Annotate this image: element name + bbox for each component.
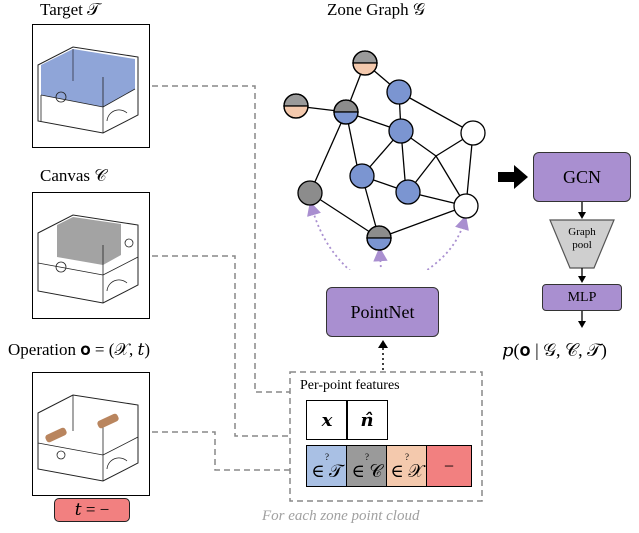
features-box: [289, 371, 483, 502]
graph-node: [352, 50, 378, 76]
operation-type-label: 𝑡 = −: [74, 500, 110, 519]
feature-n-label: 𝒏̂: [360, 409, 374, 430]
graph-node: [386, 79, 412, 105]
mlp-box: MLP: [542, 284, 622, 311]
feature-normal-n: 𝒏̂: [346, 400, 388, 440]
graph-pool-shape: [549, 219, 615, 269]
graph-node: [453, 193, 479, 219]
target-part-drawing: [37, 46, 139, 134]
graph-node: [460, 120, 486, 146]
graph-pool-label-1: Graph: [568, 226, 596, 238]
feature-in-operation: ?∈ 𝒳: [386, 445, 428, 487]
operation-title: Operation 𝐨 = (𝒳, 𝑡): [8, 340, 151, 359]
mlp-label: MLP: [567, 289, 597, 305]
canvas-part-drawing: [37, 214, 139, 304]
features-title: Per-point features: [300, 378, 400, 393]
gcn-label: GCN: [562, 166, 601, 187]
graph-node: [333, 99, 359, 125]
graph-node: [366, 225, 392, 251]
graph-node: [297, 180, 323, 206]
pipeline-graphics: [498, 165, 615, 328]
canvas-image: [32, 192, 150, 319]
operation-image: [32, 372, 150, 496]
pointnet-box: PointNet: [326, 287, 439, 337]
operation-type-badge: 𝑡 = −: [54, 498, 130, 522]
target-title: Target 𝒯: [40, 0, 101, 19]
feature-position-x: 𝒙: [306, 400, 348, 440]
output-probability: 𝑝(𝐨 | 𝒢, 𝒞, 𝒯): [502, 340, 607, 360]
zone-graph: [283, 50, 486, 270]
feature-op-type: −: [426, 445, 472, 487]
gcn-box: GCN: [533, 152, 631, 202]
target-image: [32, 24, 150, 148]
graph-node: [349, 163, 375, 189]
features-caption: For each zone point cloud: [262, 508, 420, 524]
right-arrow-icon: [498, 165, 528, 189]
graph-edges: [295, 62, 474, 239]
feature-in-target: ?∈ 𝒯: [306, 445, 348, 487]
graph-pool-label-2: pool: [572, 239, 592, 251]
graph-pool-label: Graph pool: [552, 226, 612, 252]
graph-title: Zone Graph 𝒢: [327, 0, 426, 19]
graph-node: [388, 118, 414, 144]
graph-node: [283, 93, 309, 119]
canvas-title: Canvas 𝒞: [40, 166, 107, 185]
graph-node: [395, 179, 421, 205]
feature-x-label: 𝒙: [321, 409, 333, 430]
feature-in-canvas: ?∈ 𝒞: [346, 445, 388, 487]
pointnet-label: PointNet: [350, 301, 415, 322]
operation-part-drawing: [37, 394, 139, 482]
